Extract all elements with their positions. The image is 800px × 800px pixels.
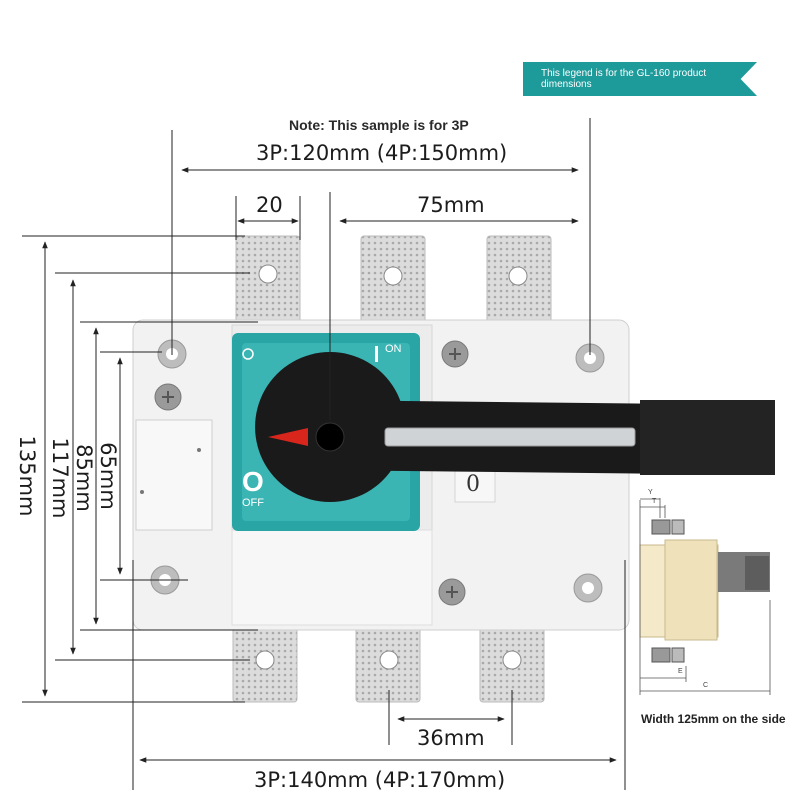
dim-bottom-pitch: 36mm (417, 726, 485, 750)
off-label: OFF (242, 497, 264, 509)
terminal-hole (508, 266, 528, 286)
terminal-hole (383, 266, 403, 286)
terminal-hole (258, 264, 278, 284)
side-view (639, 498, 771, 695)
dim-terminal-pitch: 75mm (417, 193, 485, 217)
side-label-t: T (652, 498, 657, 505)
dim-terminal-width: 20 (256, 193, 283, 217)
on-bar (375, 346, 378, 362)
legend-tag: This legend is for the GL-160 product di… (523, 62, 757, 96)
side-clip (135, 419, 213, 531)
top-terminals (235, 235, 552, 325)
on-label: ON (385, 343, 402, 355)
rotary-handle (255, 352, 775, 503)
pictogram-icon (242, 348, 254, 360)
dim-height-135: 135mm (15, 435, 39, 517)
dim-height-85: 85mm (72, 444, 96, 512)
handle-hub (315, 422, 345, 452)
terminal-hole (502, 650, 522, 670)
position-window (454, 469, 496, 503)
terminal-hole (379, 650, 399, 670)
dim-height-65: 65mm (96, 442, 120, 510)
bottom-terminals (232, 619, 545, 703)
dimension-lines (22, 118, 626, 790)
side-label-y: Y (648, 489, 653, 496)
dim-bottom-width: 3P:140mm (4P:170mm) (254, 768, 506, 792)
sample-note: Note: This sample is for 3P (289, 117, 469, 133)
dim-height-117: 117mm (48, 437, 72, 519)
dim-top-width: 3P:120mm (4P:150mm) (256, 141, 508, 165)
terminal-hole (255, 650, 275, 670)
handle-slot (384, 427, 636, 447)
off-symbol: O (242, 466, 264, 497)
side-label-e: E (678, 668, 683, 675)
side-label-c: C (703, 682, 709, 689)
lower-panel (231, 529, 433, 626)
position-mark: 0 (466, 472, 480, 497)
indicator-arrow (268, 428, 308, 446)
side-caption: Width 125mm on the side (641, 712, 786, 726)
legend-text: This legend is for the GL-160 product di… (541, 68, 707, 90)
